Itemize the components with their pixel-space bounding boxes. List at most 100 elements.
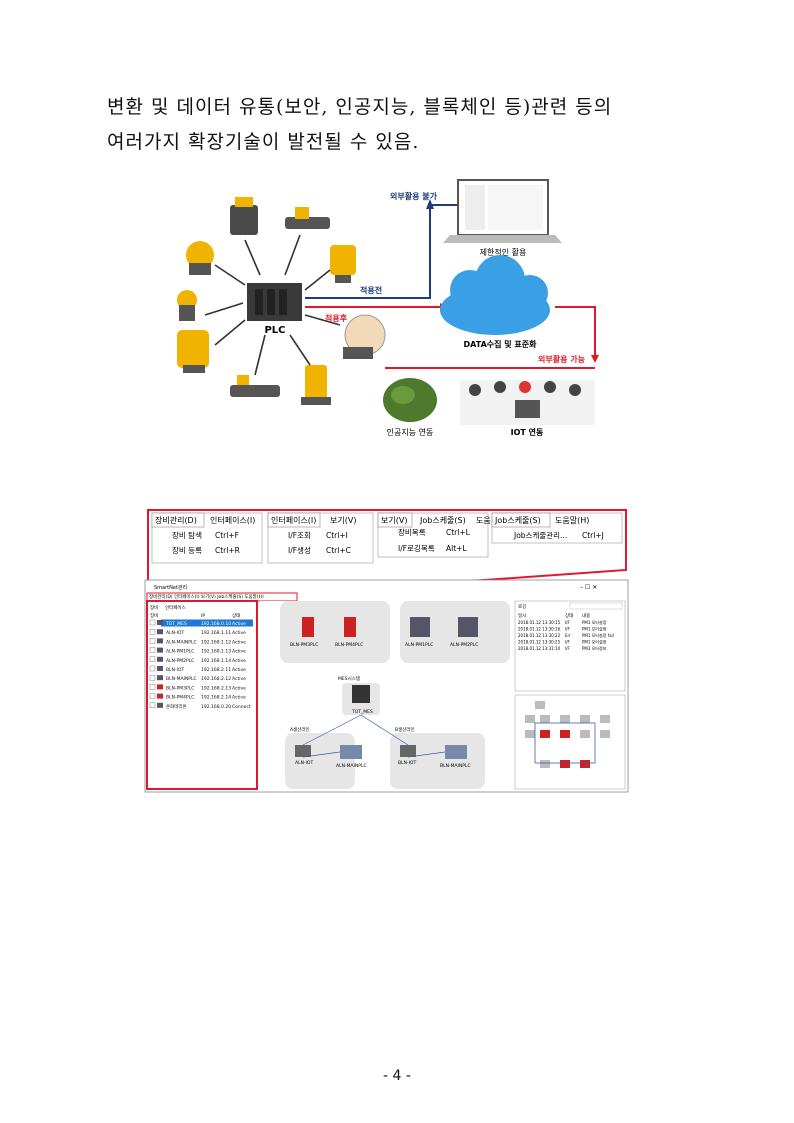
- tab-interfaces[interactable]: 인터페이스: [165, 604, 186, 611]
- device-icon: [157, 675, 163, 681]
- menu-equipment-title[interactable]: 장비관리(D): [155, 515, 197, 525]
- paragraph-line-1: 변환 및 데이터 유통(보안, 인공지능, 블록체인 등)관련 등의: [107, 96, 613, 118]
- log-msg: PM1 모터설정 fail: [582, 632, 614, 638]
- device-checkbox[interactable]: [149, 693, 156, 699]
- menu-help-next[interactable]: 도움: [476, 516, 491, 525]
- menu-interface-next[interactable]: 인터페이스(I): [210, 515, 255, 525]
- menu-view[interactable]: 보기(V) Job스케줄(S) 도움 장비목록 Ctrl+L I/F로깅목록 A…: [377, 512, 491, 558]
- menu-item-if-create[interactable]: I/F생성: [288, 545, 311, 555]
- page-number: - 4 -: [383, 1068, 411, 1084]
- device-name: ALN-PM2PLC: [166, 658, 194, 664]
- device-ip: 192.168.2.11: [201, 667, 231, 673]
- device-state: Active: [232, 685, 246, 691]
- log-state: Err: [565, 633, 571, 638]
- device-checkbox[interactable]: [149, 638, 156, 644]
- node-bln-iot[interactable]: BLN-IOT: [398, 760, 416, 766]
- device-state: Active: [232, 630, 246, 636]
- tab-devices[interactable]: 장비: [150, 604, 158, 611]
- device-state: Active: [232, 658, 246, 664]
- col-state: 상태: [232, 612, 240, 619]
- minimap[interactable]: [514, 694, 626, 790]
- menu-view-title[interactable]: 보기(V): [381, 516, 407, 525]
- log-state: I/F: [565, 640, 571, 645]
- menu-item-if-log[interactable]: I/F로깅목록: [398, 543, 435, 553]
- node-bln-main[interactable]: BLN-MAINPLC: [440, 763, 471, 769]
- device-name: ALN-PM1PLC: [166, 649, 194, 655]
- device-icon: [157, 702, 163, 708]
- menu-item-scan[interactable]: 장비 탐색: [172, 530, 202, 540]
- device-ip: 192.168.2.14: [201, 695, 231, 701]
- device-icon: [157, 647, 163, 653]
- device-icon: [157, 620, 163, 625]
- log-state: I/F: [565, 646, 571, 651]
- device-state: Active: [232, 649, 246, 655]
- menu-job[interactable]: Job스케줄(S) 도움말(H) Job스케줄관리... Ctrl+J: [491, 512, 623, 544]
- menu-item-scan-key: Ctrl+F: [215, 531, 239, 540]
- node-bln-pm4[interactable]: BLN-PM4PLC: [335, 642, 363, 648]
- device-name: ALN-IOT: [166, 630, 184, 636]
- outside-yes-label: 외부활용 가능: [538, 354, 586, 364]
- device-icon: [157, 638, 163, 644]
- b-line-label: B생산라인: [395, 726, 415, 733]
- mes-group-label: MES시스템: [338, 675, 360, 682]
- window-title: SmartNet관리: [154, 584, 187, 591]
- device-checkbox[interactable]: [149, 665, 156, 672]
- menu-item-job-manage[interactable]: Job스케줄관리...: [513, 530, 567, 540]
- app-menubar[interactable]: 장비관리(D) 인터페이스(I) 보기(V) Job스케줄(S) 도움말(H): [149, 593, 264, 600]
- menu-equipment[interactable]: 장비관리(D) 인터페이스(I) 장비 탐색 Ctrl+F 장비 등록 Ctrl…: [151, 512, 263, 564]
- device-checkbox[interactable]: [149, 702, 156, 709]
- menu-item-device-list-key: Ctrl+L: [446, 528, 471, 537]
- log-msg: PM1 모터설정: [582, 626, 607, 632]
- conveyor-belt-icon: [230, 375, 280, 397]
- device-icon: [157, 629, 163, 635]
- log-filter-input[interactable]: [569, 602, 623, 610]
- device-checkbox[interactable]: [149, 684, 156, 690]
- device-name: ALN-MAINPLC: [166, 639, 197, 645]
- log-time: 2018.01.12 13:30:25: [518, 640, 561, 645]
- menu-view-next[interactable]: 보기(V): [330, 516, 356, 525]
- device-state: Active: [232, 695, 246, 701]
- saw-icon: [343, 314, 386, 359]
- device-name: 온화테리온: [166, 703, 187, 710]
- menu-item-if-query[interactable]: I/F조회: [288, 531, 311, 540]
- menu-item-job-manage-key: Ctrl+J: [582, 531, 604, 540]
- menu-interface[interactable]: 인터페이스(I) 보기(V) I/F조회 Ctrl+I I/F생성 Ctrl+C: [267, 512, 374, 564]
- log-state: I/F: [565, 620, 571, 625]
- menu-interface-title[interactable]: 인터페이스(I): [271, 515, 316, 525]
- device-ip: 192.168.0.10: [201, 621, 231, 627]
- device-checkbox[interactable]: [149, 647, 156, 653]
- device-checkbox[interactable]: [149, 628, 156, 635]
- device-ip: 192.168.1.12: [201, 639, 231, 645]
- device-icon: [157, 656, 163, 662]
- device-checkbox[interactable]: [149, 674, 156, 681]
- device-checkbox[interactable]: [149, 619, 156, 626]
- node-aln-main[interactable]: ALN-MAINPLC: [336, 763, 367, 769]
- device-checkbox[interactable]: [149, 656, 156, 663]
- menu-job-title[interactable]: Job스케줄(S): [494, 516, 541, 525]
- node-tot-mes[interactable]: TOT_MES: [351, 709, 373, 715]
- device-name: BLN-PM3PLC: [166, 685, 194, 691]
- node-bln-pm3[interactable]: BLN-PM3PLC: [290, 642, 318, 648]
- device-icon: [157, 693, 163, 699]
- log-time: 2018.01.12 13:31:10: [518, 646, 561, 651]
- node-aln-iot[interactable]: ALN-IOT: [295, 760, 313, 766]
- node-aln-pm2[interactable]: ALN-PM2PLC: [450, 642, 478, 648]
- device-name: BLN-MAINPLC: [166, 676, 197, 682]
- menu-item-register[interactable]: 장비 등록: [172, 545, 202, 555]
- menu-item-device-list[interactable]: 장비목록: [398, 527, 426, 537]
- device-ip: 192.168.1.13: [201, 649, 231, 655]
- log-msg: PM1 모터설정: [582, 639, 607, 645]
- menu-help-title[interactable]: 도움말(H): [555, 516, 589, 525]
- press-icon: [301, 365, 331, 405]
- device-icon: [157, 684, 163, 690]
- data-collect-label: DATA수집 및 표준화: [464, 339, 538, 349]
- node-aln-pm1[interactable]: ALN-PM1PLC: [405, 642, 433, 648]
- conveyor-icon: [285, 207, 330, 229]
- window-controls[interactable]: – ☐ ✕: [580, 584, 597, 591]
- log-time: 2018.01.12 13:30:16: [518, 627, 561, 632]
- menu-job-next[interactable]: Job스케줄(S): [419, 516, 466, 525]
- menu-item-if-query-key: Ctrl+I: [326, 531, 348, 540]
- device-name: BLN-PM4PLC: [166, 695, 194, 701]
- device-ip: 192.168.1.14: [201, 658, 231, 664]
